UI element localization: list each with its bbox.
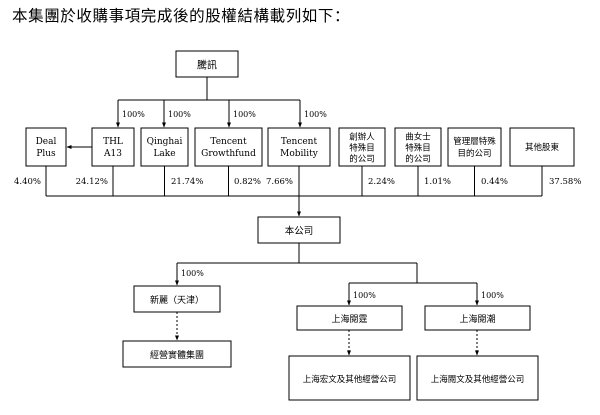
middle-branch-node: 上海閱霆	[296, 305, 403, 331]
svg-text:A13: A13	[103, 149, 122, 159]
company-connectors	[175, 243, 479, 306]
right-branch-label: 上海閱潮	[459, 313, 495, 325]
right-branch-node: 上海閱潮	[424, 305, 531, 331]
right-branch-pct: 100%	[481, 291, 504, 300]
middle-branch-label: 上海閱霆	[331, 313, 367, 325]
other-shareholders-pct: 37.58%	[549, 177, 581, 187]
tencent-node: 騰訊	[175, 50, 239, 78]
shareholder-qinghai-lake: Qinghai Lake	[140, 127, 189, 167]
left-branch-child-label: 經營實體集團	[150, 349, 204, 361]
middle-branch-child-node: 上海宏文及其他經營公司	[288, 355, 411, 401]
tencent-node-label: 騰訊	[197, 59, 217, 72]
company-node-label: 本公司	[285, 225, 314, 237]
spv-ms-qu-pct: 1.01%	[424, 177, 451, 187]
deal-plus-pct: 4.40%	[14, 177, 41, 187]
svg-text:目的公司: 目的公司	[457, 148, 491, 159]
spv-founder-pct: 2.24%	[368, 177, 395, 187]
svg-text:的公司: 的公司	[349, 154, 375, 165]
left-branch-label: 新麗（天津）	[150, 294, 204, 306]
svg-text:特殊目: 特殊目	[349, 143, 375, 154]
svg-text:Tencent: Tencent	[281, 137, 318, 147]
middle-branch-pct: 100%	[353, 291, 376, 300]
svg-text:Lake: Lake	[153, 149, 175, 159]
svg-text:Growthfund: Growthfund	[201, 149, 256, 159]
right-branch-child-node: 上海閱文及其他經營公司	[416, 355, 539, 401]
shareholder-thl-a13: THL A13	[91, 127, 135, 167]
shareholder-spv-management: 管理層特殊 目的公司	[447, 127, 502, 167]
shareholder-spv-ms-qu: 曲女士 特殊目 的公司	[394, 127, 442, 167]
tencent-mobility-pct: 7.66%	[266, 177, 293, 187]
middle-branch-child-label: 上海宏文及其他經營公司	[303, 374, 397, 385]
svg-text:Mobility: Mobility	[280, 149, 319, 159]
qinghai-lake-tencent-pct: 100%	[168, 110, 191, 119]
shareholder-connectors	[45, 166, 543, 217]
tencent-mobility-tencent-pct: 100%	[304, 110, 327, 119]
svg-text:Plus: Plus	[36, 149, 56, 159]
shareholder-deal-plus: Deal Plus	[25, 127, 67, 167]
spv-management-pct: 0.44%	[481, 177, 508, 187]
svg-text:其他股東: 其他股東	[525, 142, 560, 153]
thl-a13-pct: 24.12%	[76, 177, 108, 187]
svg-text:Qinghai: Qinghai	[147, 137, 183, 147]
left-branch-node: 新麗（天津）	[133, 285, 221, 313]
qinghai-lake-pct: 21.74%	[171, 177, 203, 187]
company-node: 本公司	[257, 216, 341, 244]
left-branch-child-node: 經營實體集團	[122, 340, 232, 368]
svg-text:Tencent: Tencent	[210, 137, 247, 147]
svg-text:特殊目: 特殊目	[405, 143, 431, 154]
left-branch-pct: 100%	[181, 269, 204, 278]
svg-text:Deal: Deal	[36, 137, 57, 147]
thl-a13-tencent-pct: 100%	[122, 110, 145, 119]
right-branch-child-label: 上海閱文及其他經營公司	[431, 374, 525, 385]
shareholder-spv-founder: 創辦人 特殊目 的公司	[338, 127, 386, 167]
svg-text:THL: THL	[103, 137, 123, 147]
svg-text:的公司: 的公司	[405, 154, 431, 165]
svg-text:曲女士: 曲女士	[405, 132, 431, 143]
tencent-growthfund-tencent-pct: 100%	[233, 110, 256, 119]
svg-text:創辦人: 創辦人	[349, 132, 375, 143]
shareholder-tencent-growthfund: Tencent Growthfund	[194, 127, 263, 167]
page-heading: 本集團於收購事項完成後的股權結構載列如下：	[12, 7, 351, 25]
tencent-connectors	[116, 77, 302, 128]
shareholder-other-shareholders: 其他股東	[509, 127, 575, 167]
tencent-growthfund-pct: 0.82%	[234, 177, 261, 187]
shareholder-tencent-mobility: Tencent Mobility	[267, 127, 331, 167]
svg-text:管理層特殊: 管理層特殊	[453, 136, 496, 147]
